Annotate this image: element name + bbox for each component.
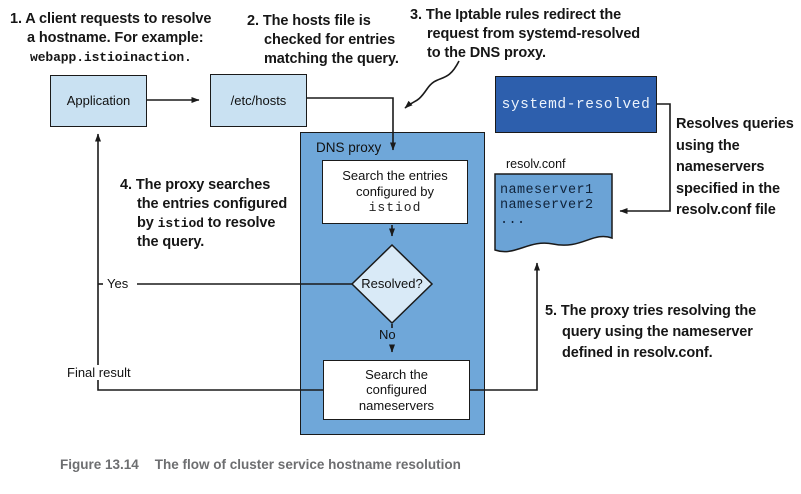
figure-caption: Figure 13.14 The flow of cluster service … <box>60 457 461 472</box>
search-entries-line2: configured by <box>355 184 435 199</box>
search-entries-node: Search the entries configured by istiod <box>322 160 468 224</box>
figure-number: Figure 13.14 <box>60 457 139 472</box>
resolv-conf-content: nameserver1 nameserver2 ... <box>500 183 594 228</box>
side-note-line4: specified in the <box>676 180 780 197</box>
nameserver2-line: nameserver2 <box>500 198 594 213</box>
resolv-conf-document <box>494 173 613 253</box>
search-entries-line1: Search the entries <box>342 168 448 183</box>
annotation-3-line1: 3. The Iptable rules redirect the <box>410 7 622 23</box>
annotation-1-line1: 1. A client requests to resolve <box>10 11 212 27</box>
annotation-2-line2: checked for entries <box>264 32 396 48</box>
systemd-resolved-label: systemd-resolved <box>501 96 651 113</box>
edge-final-result-to-application <box>95 133 323 391</box>
annotation-5-line3: defined in resolv.conf. <box>562 345 713 361</box>
annotation-3: 3. The Iptable rules redirect the reques… <box>410 6 640 63</box>
side-note-line2: using the <box>676 137 740 154</box>
annotation-2-line3: matching the query. <box>264 51 399 67</box>
search-nameservers-node: Search the configured nameservers <box>323 360 470 420</box>
figure-title: The flow of cluster service hostname res… <box>154 457 461 472</box>
annotation-5-line2: query using the nameserver <box>562 324 753 340</box>
annotation-5-line1: 5. The proxy tries resolving the <box>545 303 757 319</box>
annotation-5: 5. The proxy tries resolving the query u… <box>545 301 756 364</box>
no-edge-label: No <box>379 327 396 342</box>
side-note-line5: resolv.conf file <box>676 202 776 218</box>
annotation-4-line1: 4. The proxy searches <box>120 177 271 193</box>
systemd-resolved-node: systemd-resolved <box>495 76 657 133</box>
resolv-conf-title: resolv.conf <box>506 157 566 171</box>
annotation-4-line2: the entries configured <box>137 196 288 212</box>
search-ns-line1: Search the <box>365 366 428 382</box>
edge-systemd-to-resolvconf <box>619 103 671 214</box>
dns-proxy-label: DNS proxy <box>316 140 382 155</box>
nameserver1-line: nameserver1 <box>500 183 594 198</box>
etc-hosts-label: /etc/hosts <box>230 92 287 108</box>
annotation-4-line3: by istiod to resolve <box>120 214 287 233</box>
annotation-4-istiod: istiod <box>157 216 204 231</box>
annotation-3-line2: request from systemd-resolved <box>427 26 641 42</box>
search-entries-istiod: istiod <box>368 200 422 215</box>
edge-nameservers-to-resolvconf <box>470 262 540 391</box>
application-node: Application <box>50 75 147 127</box>
edge-hosts-to-dnsproxy <box>307 97 396 151</box>
search-ns-line2: configured <box>366 382 427 398</box>
final-result-label: Final result <box>65 365 133 380</box>
search-ns-line3: nameservers <box>358 397 435 413</box>
annotation-1-line2: a hostname. For example: <box>27 30 204 46</box>
annotation-4-line3-pre: by <box>137 215 158 231</box>
decision-label: Resolved? <box>361 276 423 291</box>
annotation-1-hostname: webapp.istioinaction. <box>30 50 192 65</box>
decision-diamond <box>350 243 434 325</box>
annotation-2: 2. The hosts file is checked for entries… <box>247 12 399 69</box>
annotation-3-line3: to the DNS proxy. <box>427 45 546 61</box>
annotation-4-line3-post: to resolve <box>203 215 276 231</box>
annotation-4: 4. The proxy searches the entries config… <box>120 176 287 252</box>
ellipsis-line: ... <box>500 213 526 228</box>
side-note-line1: Resolves queries <box>676 116 794 132</box>
resolves-queries-note: Resolves queries using the nameservers s… <box>676 114 801 222</box>
annotation-1: 1. A client requests to resolve a hostna… <box>10 10 211 67</box>
application-label: Application <box>66 93 131 108</box>
annotation-2-line1: 2. The hosts file is <box>247 13 371 29</box>
edge-note3-squiggle-arrow <box>404 60 460 109</box>
side-note-line3: nameservers <box>676 159 765 175</box>
yes-edge-label: Yes <box>105 276 131 291</box>
etc-hosts-node: /etc/hosts <box>210 74 307 127</box>
annotation-4-line4: the query. <box>137 234 205 250</box>
